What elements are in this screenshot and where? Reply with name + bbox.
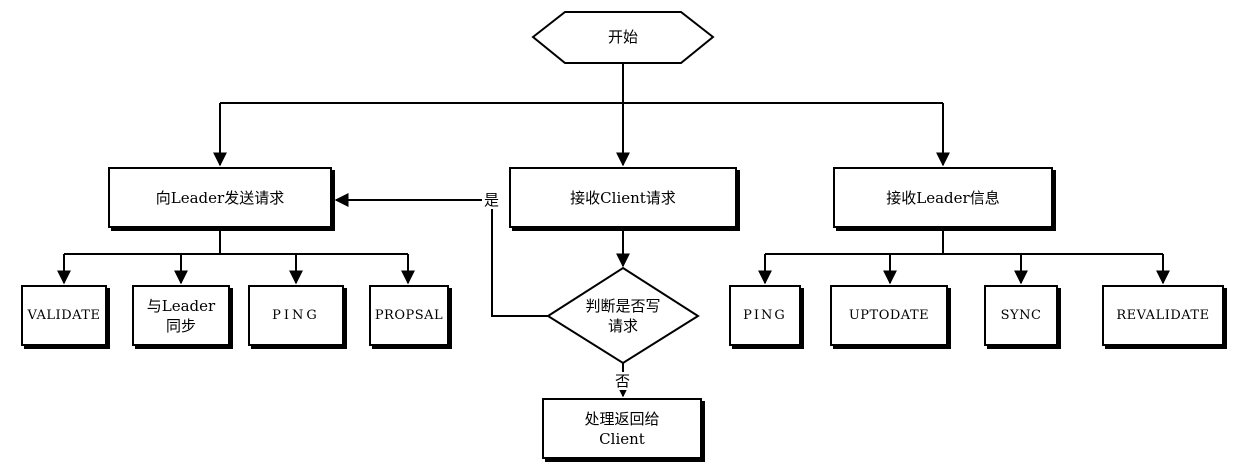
sync-with-leader-line2: 同步 xyxy=(165,316,196,335)
process-line1: 处理返回给 xyxy=(584,409,660,428)
start-label: 开始 xyxy=(607,28,638,46)
decision-line2: 请求 xyxy=(607,317,638,335)
send-to-leader-box: 向Leader发送请求 xyxy=(108,167,332,228)
validate-box: VALIDATE xyxy=(21,285,107,346)
ping-right-box: PING xyxy=(729,285,801,346)
sync-with-leader-line1: 与Leader xyxy=(146,296,216,315)
receive-leader-box: 接收Leader信息 xyxy=(833,167,1053,228)
sync-box: SYNC xyxy=(984,285,1058,346)
edge-label-yes: 是 xyxy=(482,191,502,209)
decision-diamond xyxy=(546,266,700,365)
start-hexagon xyxy=(531,11,715,64)
uptodate-box: UPTODATE xyxy=(830,285,948,346)
decision-label: 判断是否写 请求 xyxy=(568,294,678,338)
process-line2: Client xyxy=(599,429,645,448)
edge-label-no: 否 xyxy=(613,372,633,390)
sync-with-leader-box: 与Leader 同步 xyxy=(132,285,230,346)
decision-line1: 判断是否写 xyxy=(585,297,661,315)
propsal-box: PROPSAL xyxy=(369,285,449,346)
process-box: 处理返回给 Client xyxy=(542,398,702,459)
revalidate-box: REVALIDATE xyxy=(1102,285,1224,346)
receive-client-box: 接收Client请求 xyxy=(509,167,737,228)
connector-yes-loop xyxy=(491,200,548,317)
ping-left-box: PING xyxy=(248,285,344,346)
